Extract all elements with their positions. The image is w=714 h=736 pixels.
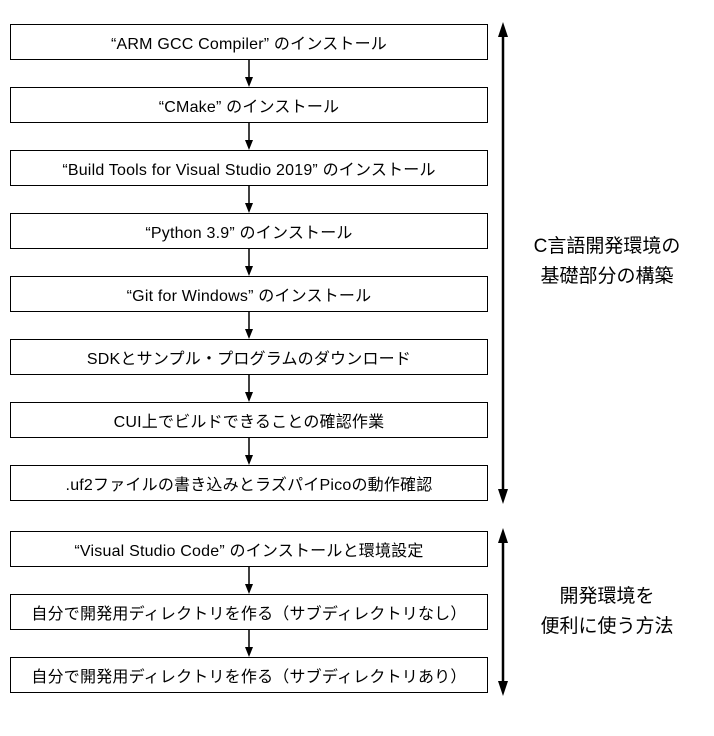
down-arrow-icon bbox=[10, 630, 488, 657]
down-arrow-icon bbox=[10, 438, 488, 465]
flow-step: “Git for Windows” のインストール bbox=[10, 276, 488, 312]
flow-column: “ARM GCC Compiler” のインストール “CMake” のインスト… bbox=[10, 24, 488, 693]
down-arrow-icon bbox=[10, 60, 488, 87]
flow-step: .uf2ファイルの書き込みとラズパイPicoの動作確認 bbox=[10, 465, 488, 501]
group1-label: C言語開発環境の 基礎部分の構築 bbox=[506, 232, 708, 292]
flow-step: SDKとサンプル・プログラムのダウンロード bbox=[10, 339, 488, 375]
group1-range-double-arrow-icon bbox=[494, 22, 512, 504]
flow-step: CUI上でビルドできることの確認作業 bbox=[10, 402, 488, 438]
flow-step: “Visual Studio Code” のインストールと環境設定 bbox=[10, 531, 488, 567]
group2-label-line1: 開発環境を bbox=[559, 586, 655, 607]
flow-step: “Python 3.9” のインストール bbox=[10, 213, 488, 249]
flow-step: “Build Tools for Visual Studio 2019” のイン… bbox=[10, 150, 488, 186]
group2-label-line2: 便利に使う方法 bbox=[540, 616, 674, 637]
down-arrow-icon bbox=[10, 186, 488, 213]
flow-step: 自分で開発用ディレクトリを作る（サブディレクトリあり） bbox=[10, 657, 488, 693]
group1-label-line1: C言語開発環境の bbox=[533, 236, 681, 257]
flow-step: “CMake” のインストール bbox=[10, 87, 488, 123]
group1-label-line2: 基礎部分の構築 bbox=[540, 266, 674, 287]
down-arrow-icon bbox=[10, 123, 488, 150]
down-arrow-icon bbox=[10, 567, 488, 594]
down-arrow-icon bbox=[10, 312, 488, 339]
down-arrow-icon bbox=[10, 375, 488, 402]
group2-label: 開発環境を 便利に使う方法 bbox=[506, 582, 708, 642]
group-gap bbox=[10, 501, 488, 531]
down-arrow-icon bbox=[10, 249, 488, 276]
flow-step: “ARM GCC Compiler” のインストール bbox=[10, 24, 488, 60]
flow-step: 自分で開発用ディレクトリを作る（サブディレクトリなし） bbox=[10, 594, 488, 630]
group2-range-double-arrow-icon bbox=[494, 528, 512, 696]
